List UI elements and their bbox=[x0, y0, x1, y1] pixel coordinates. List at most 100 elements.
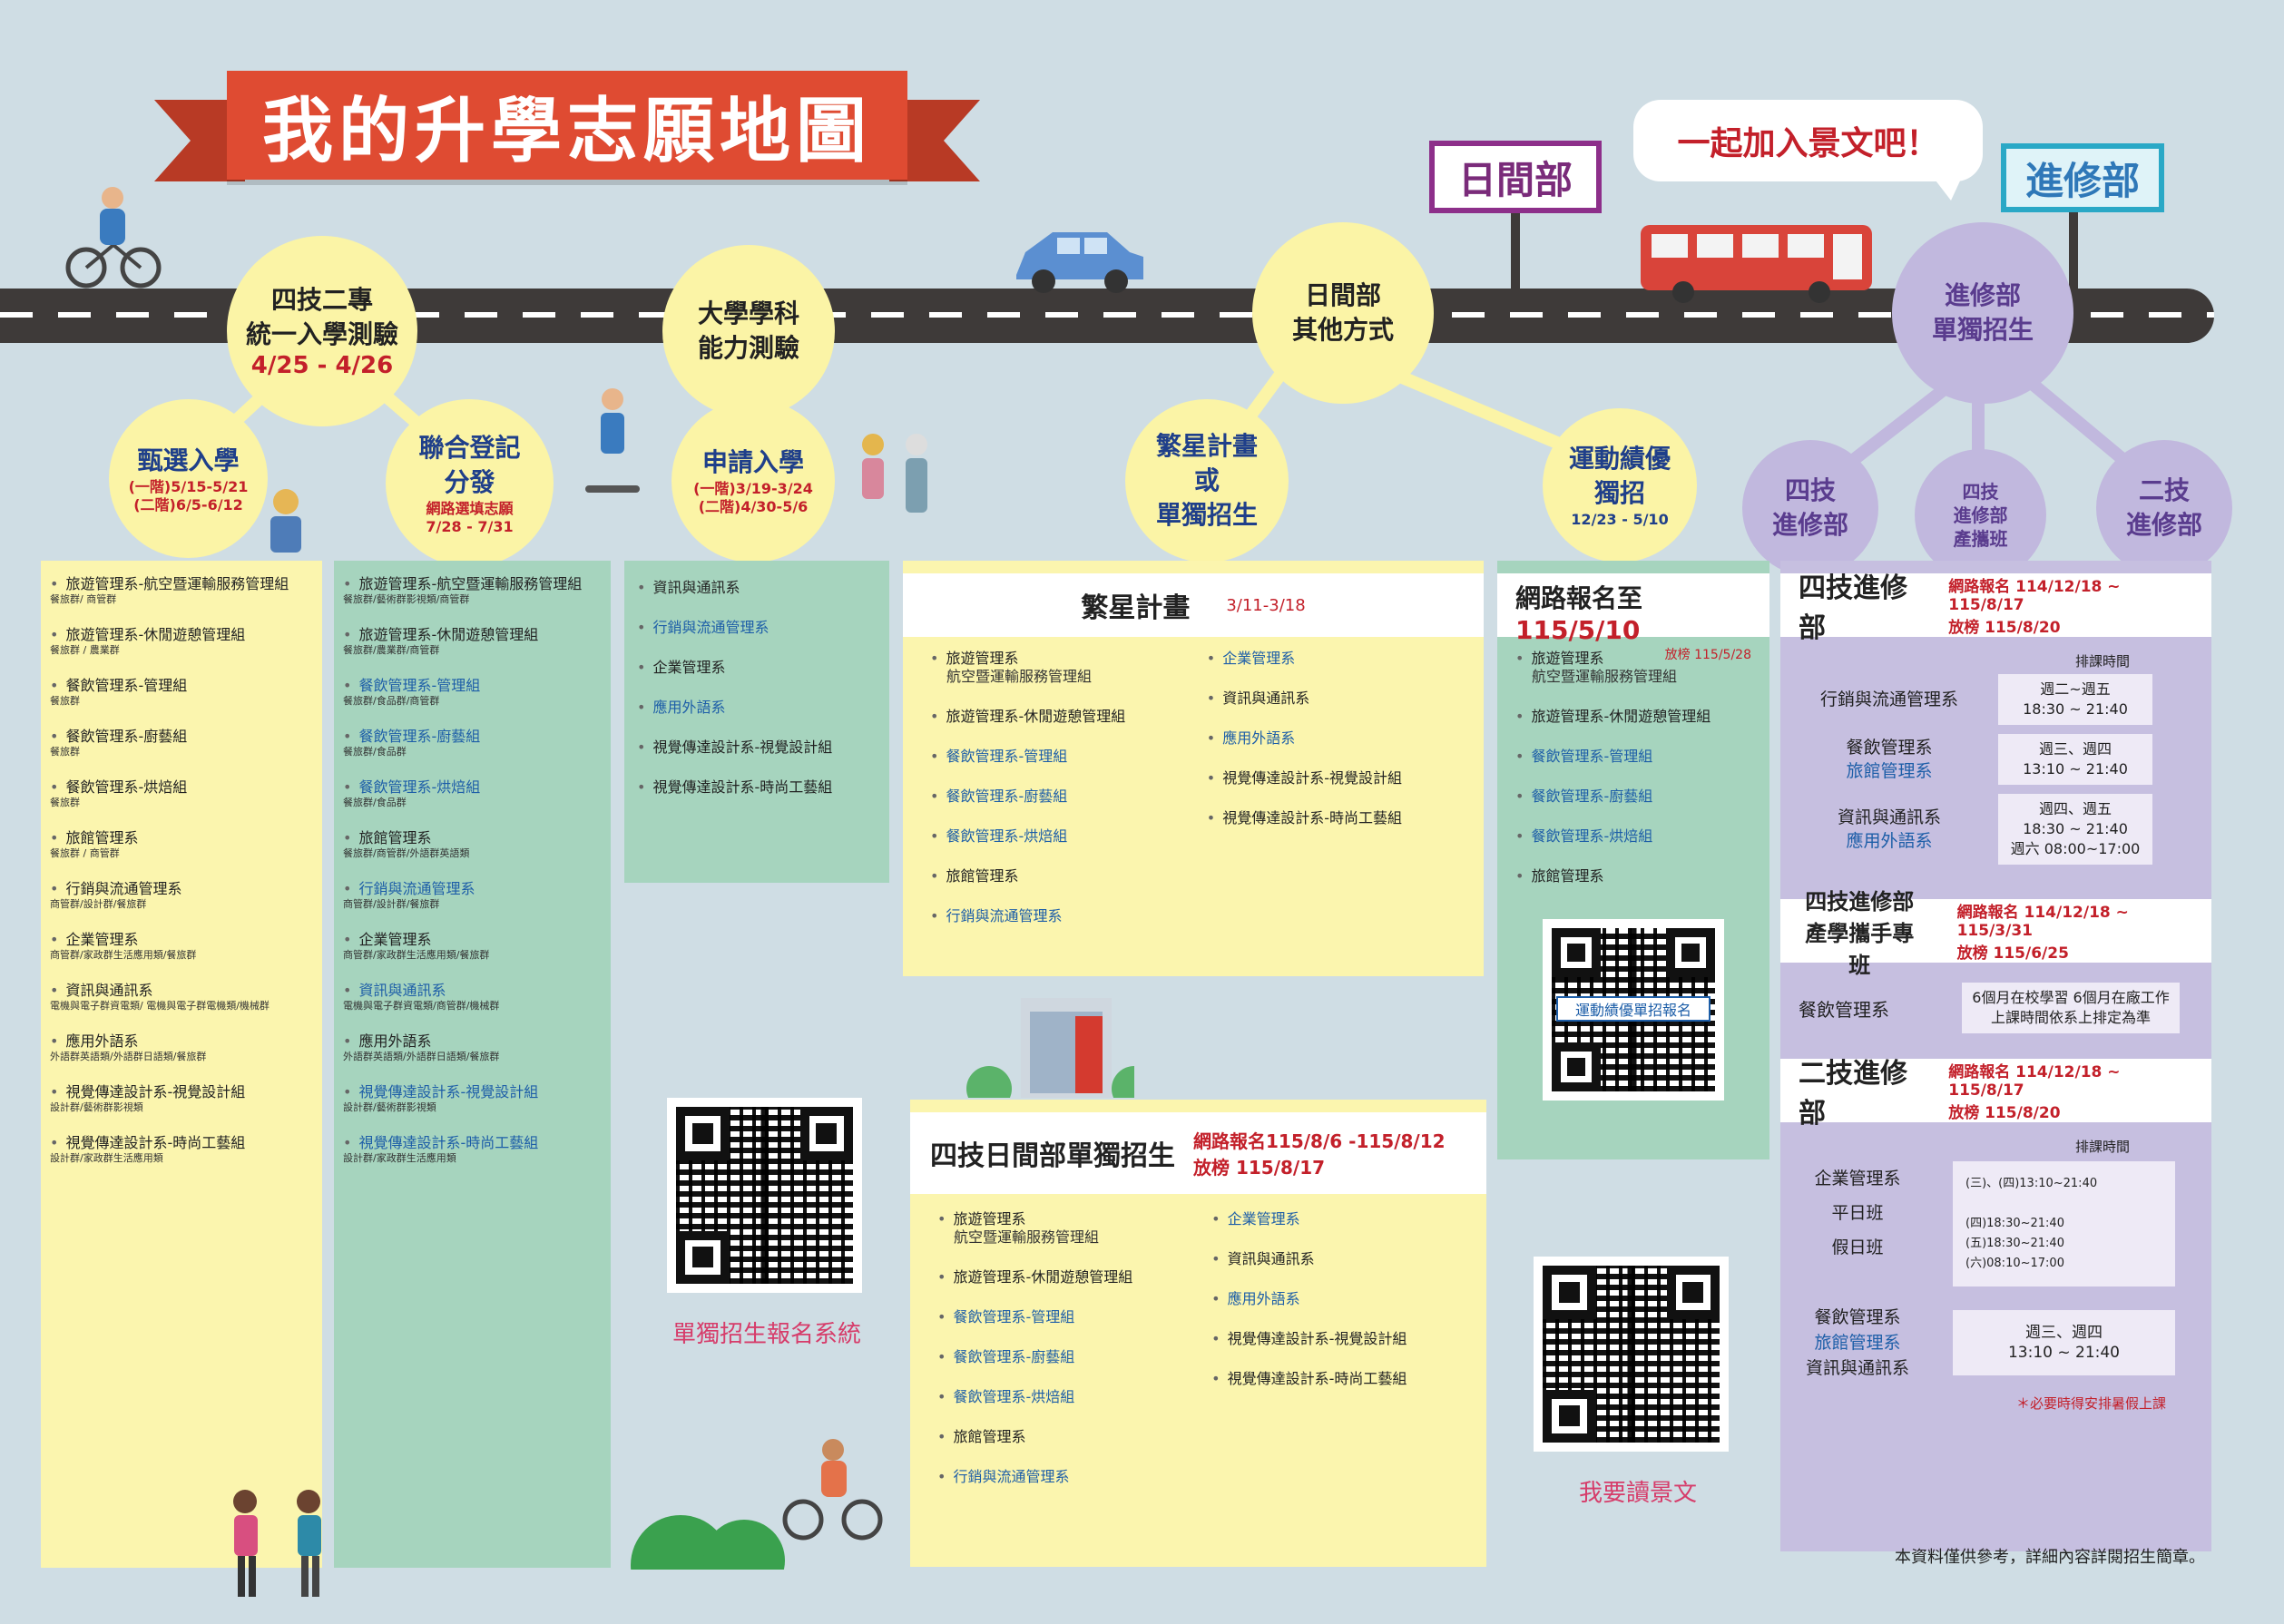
night2-circle-title-1: 二技 bbox=[2138, 475, 2190, 505]
star.left-item: 旅遊管理系-休閒遊憩管理組 bbox=[930, 708, 1207, 726]
col2-dept-groups: 餐旅群/商管群/外語群英語類 bbox=[343, 847, 470, 859]
day4-independent-box: 四技日間部單獨招生 網路報名115/8/6 -115/8/12 放榜 115/8… bbox=[910, 1100, 1486, 1567]
circle-sports: 運動績優 獨招 12/23 - 5/10 bbox=[1543, 408, 1697, 563]
circle-night2: 二技 進修部 bbox=[2096, 440, 2232, 576]
night4-time: 13:10 ~ 21:40 bbox=[2023, 760, 2128, 778]
circle-coop: 四技 進修部 產攜班 bbox=[1915, 449, 2046, 581]
bush-illustration bbox=[631, 1515, 785, 1570]
night4-dept-2: 旅館管理系 bbox=[1846, 761, 1933, 781]
col2-dept-name: 旅館管理系 bbox=[358, 829, 432, 846]
slogan-bubble: 一起加入景文吧！ bbox=[1633, 100, 1983, 181]
night-independent-title-2: 單獨招生 bbox=[1931, 315, 2034, 345]
independent-qr-label: 單獨招生報名系統 bbox=[671, 1321, 861, 1348]
application-dept-list: 資訊與通訊系行銷與流通管理系企業管理系應用外語系視覺傳達設計系-視覺設計組視覺傳… bbox=[624, 561, 889, 883]
col1-dept-name: 旅遊管理系-航空暨運輸服務管理組 bbox=[65, 575, 289, 592]
col2-dept-groups: 商管群/設計群/餐旅群 bbox=[343, 898, 440, 910]
day4-header: 四技日間部單獨招生 網路報名115/8/6 -115/8/12 放榜 115/8… bbox=[910, 1112, 1486, 1194]
star.right-dept-name: 應用外語系 bbox=[1222, 729, 1296, 747]
coop-register: 網路報名 114/12/18 ~ 115/3/31 bbox=[1956, 904, 2129, 940]
col1-dept-name: 行銷與流通管理系 bbox=[65, 880, 182, 897]
joint-title-1: 聯合登記 bbox=[418, 432, 521, 463]
night4-sched-label: 排課時間 bbox=[2074, 653, 2130, 670]
page-title: 我的升學志願地圖 bbox=[227, 71, 907, 180]
star.right-item: 視覺傳達設計系-視覺設計組 bbox=[1207, 769, 1456, 788]
night2-register: 網路報名 114/12/18 ~ 115/8/17 bbox=[1948, 1063, 2121, 1100]
day4.left-dept-name: 餐飲管理系-管理組 bbox=[953, 1308, 1075, 1326]
col1-dept-groups: 設計群/家政群生活應用類 bbox=[50, 1152, 163, 1164]
star.left-dept-name: 旅遊管理系-休閒遊憩管理組 bbox=[946, 708, 1126, 725]
night2-circle-title-2: 進修部 bbox=[2125, 510, 2202, 540]
night2-time-3: (六)08:10~17:00 bbox=[1965, 1257, 2064, 1270]
day4.left-dept-name-2: 航空暨運輸服務管理組 bbox=[954, 1228, 1100, 1246]
star.right-dept-name: 企業管理系 bbox=[1222, 650, 1296, 667]
school-building-illustration bbox=[966, 998, 1134, 1098]
night4-register: 網路報名 114/12/18 ~ 115/8/17 bbox=[1948, 578, 2121, 614]
night2-note: ＊必要時得安排暑假上課 bbox=[2015, 1395, 2166, 1412]
col1-dept-groups: 餐旅群 bbox=[50, 695, 80, 707]
independent-qr-code[interactable] bbox=[667, 1098, 862, 1293]
sign-post-day bbox=[1511, 209, 1520, 295]
circle-selection: 甄選入學 (一階)5/15-5/21 (二階)6/5-6/12 bbox=[109, 399, 268, 558]
col2-dept-name: 餐飲管理系-管理組 bbox=[358, 677, 481, 694]
coop-title-2: 產學攜手專班 bbox=[1805, 920, 1915, 978]
sports-box: 網路報名至115/5/10 放榜 115/5/28 旅遊管理系航空暨運輸服務管理… bbox=[1497, 561, 1769, 1159]
night4-time: 18:30 ~ 21:40 bbox=[2023, 700, 2128, 718]
sports-qr-label: 運動績優單招報名 bbox=[1556, 996, 1711, 1022]
star.right-dept-name: 視覺傳達設計系-時尚工藝組 bbox=[1222, 809, 1402, 827]
col1-dept-name: 視覺傳達設計系-視覺設計組 bbox=[65, 1083, 246, 1101]
day4.right-dept-name: 應用外語系 bbox=[1227, 1290, 1300, 1307]
night2-time-4: 週三、週四 bbox=[2025, 1324, 2103, 1342]
star.left-item: 行銷與流通管理系 bbox=[930, 907, 1207, 925]
footer-note: 本資料僅供參考，詳細內容詳閱招生簡章。 bbox=[1895, 1548, 2205, 1567]
col1-dept-name: 旅遊管理系-休閒遊憩管理組 bbox=[65, 626, 246, 643]
day4.left-dept-name: 旅遊管理系 bbox=[953, 1210, 1026, 1228]
col1-dept-name: 應用外語系 bbox=[65, 1032, 139, 1050]
col1-dept-groups: 商管群/設計群/餐旅群 bbox=[50, 898, 147, 910]
bus-illustration bbox=[1641, 225, 1872, 303]
night2-time-2: (四)18:30~21:40 (五)18:30~21:40 bbox=[1965, 1217, 2064, 1250]
col1-dept-groups: 商管群/家政群生活應用類/餐旅群 bbox=[50, 949, 197, 961]
col3-item: 行銷與流通管理系 bbox=[637, 619, 877, 637]
col1-dept-name: 企業管理系 bbox=[65, 931, 139, 948]
star-title-3: 單獨招生 bbox=[1155, 500, 1258, 530]
sport.items-dept-name: 旅館管理系 bbox=[1531, 867, 1604, 885]
col3-dept-name: 應用外語系 bbox=[652, 699, 726, 716]
night4-time: 週二~週五 bbox=[2040, 680, 2111, 698]
circle-night4: 四技 進修部 bbox=[1742, 440, 1878, 576]
skater-illustration bbox=[585, 388, 640, 493]
selection-date-1: (一階)5/15-5/21 bbox=[128, 477, 249, 495]
col1-dept-groups: 電機與電子群資電類/ 電機與電子群電機類/機械群 bbox=[50, 1000, 270, 1012]
col2-dept-name: 視覺傳達設計系-時尚工藝組 bbox=[358, 1134, 539, 1151]
col3-dept-name: 資訊與通訊系 bbox=[652, 579, 740, 596]
enroll-qr-code[interactable] bbox=[1534, 1257, 1729, 1452]
selection-title: 甄選入學 bbox=[137, 445, 240, 475]
cyclist-illustration bbox=[65, 187, 162, 289]
col2-dept-groups: 外語群英語類/外語群日語類/餐旅群 bbox=[343, 1051, 500, 1062]
day4.left-item: 餐飲管理系-管理組 bbox=[937, 1308, 1211, 1326]
coop-circle-title-2: 進修部 bbox=[1953, 504, 2008, 526]
night4-time: 週四、週五 bbox=[2038, 800, 2112, 817]
circle-joint-distribution: 聯合登記 分發 網路選填志願 7/28 - 7/31 bbox=[386, 399, 554, 567]
day4.left-dept-name: 行銷與流通管理系 bbox=[953, 1468, 1070, 1485]
night4-time: 週六 08:00~17:00 bbox=[2010, 840, 2141, 857]
unified-exam-date: 4/25 - 4/26 bbox=[250, 352, 394, 379]
circle-star-plan: 繁星計畫 或 單獨招生 bbox=[1125, 399, 1289, 563]
coop-sched-2: 上課時間依系上排定為準 bbox=[1990, 1009, 2151, 1026]
col2-dept-name: 應用外語系 bbox=[358, 1032, 432, 1050]
circle-unified-exam: 四技二專 統一入學測驗 4/25 - 4/26 bbox=[227, 236, 417, 426]
day4.left-dept-name: 餐飲管理系-烘焙組 bbox=[953, 1388, 1075, 1405]
application-date-1: (一階)3/19-3/24 bbox=[693, 480, 813, 497]
night2-dept-3: 旅館管理系 bbox=[1814, 1333, 1901, 1353]
night4-dept: 資訊與通訊系 bbox=[1837, 807, 1941, 827]
